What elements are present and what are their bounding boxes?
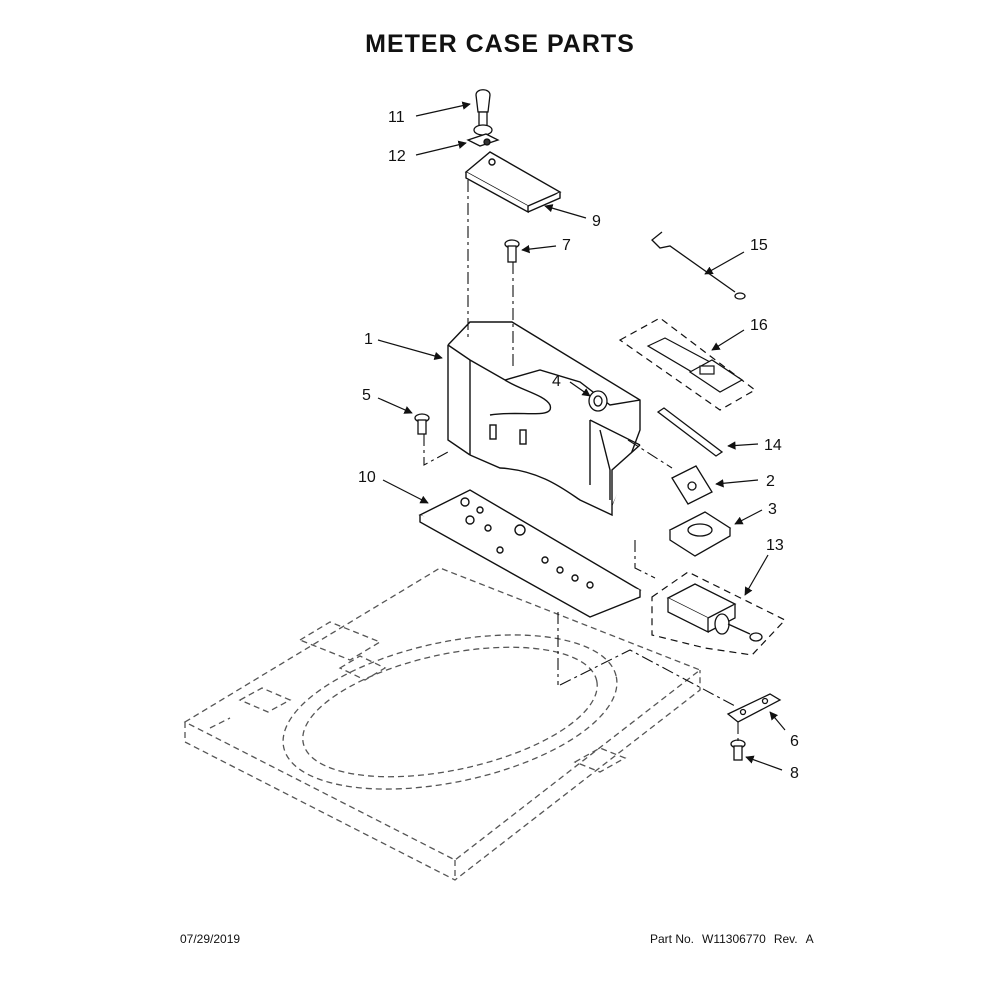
callout-3: 3 bbox=[768, 501, 777, 518]
callout-15: 15 bbox=[750, 237, 768, 254]
callout-10: 10 bbox=[358, 469, 376, 486]
part-16-switch-assembly bbox=[618, 317, 757, 411]
callout-9: 9 bbox=[592, 213, 601, 230]
callout-8: 8 bbox=[790, 765, 799, 782]
part-14-strip bbox=[656, 407, 724, 457]
footer-part-info: Part No. W11306770 Rev. A bbox=[650, 932, 822, 946]
part-13-lid-lock-assembly bbox=[651, 571, 786, 656]
revision-value: A bbox=[805, 932, 814, 946]
callout-16: 16 bbox=[750, 317, 768, 334]
cabinet-top-outline bbox=[183, 567, 702, 881]
callout-1: 1 bbox=[364, 331, 373, 348]
part-12-clip bbox=[466, 133, 500, 147]
callout-labels: 11 12 9 7 15 1 16 4 5 14 10 2 3 13 6 8 bbox=[358, 109, 799, 782]
callout-14: 14 bbox=[764, 437, 782, 454]
part-11-knob bbox=[473, 89, 493, 136]
callout-13: 13 bbox=[766, 537, 784, 554]
part-7-screw bbox=[504, 239, 520, 263]
part-number-label: Part No. bbox=[650, 932, 695, 946]
part-5-screw bbox=[414, 413, 430, 435]
part-6-bracket bbox=[726, 693, 782, 723]
part-1-meter-case bbox=[447, 321, 641, 517]
callout-6: 6 bbox=[790, 733, 799, 750]
callout-leaders bbox=[377, 101, 786, 771]
part-10-panel-plate bbox=[418, 489, 642, 618]
part-2-gasket bbox=[671, 465, 713, 505]
callout-5: 5 bbox=[362, 387, 371, 404]
callout-11: 11 bbox=[388, 109, 405, 126]
part-8-screw bbox=[730, 739, 746, 761]
callout-7: 7 bbox=[562, 237, 571, 254]
callout-12: 12 bbox=[388, 148, 406, 165]
callout-2: 2 bbox=[766, 473, 775, 490]
part-3-boot bbox=[668, 511, 732, 557]
page-title: METER CASE PARTS bbox=[365, 30, 635, 58]
revision-label: Rev. bbox=[773, 932, 798, 946]
assembly-center-lines bbox=[423, 180, 739, 742]
part-number-value: W11306770 bbox=[702, 932, 766, 946]
part-15-wire bbox=[651, 231, 746, 300]
part-4-grommet bbox=[588, 390, 608, 412]
part-9-cover-plate bbox=[464, 151, 562, 214]
footer-date: 07/29/2019 bbox=[180, 932, 241, 946]
callout-4: 4 bbox=[552, 373, 561, 390]
